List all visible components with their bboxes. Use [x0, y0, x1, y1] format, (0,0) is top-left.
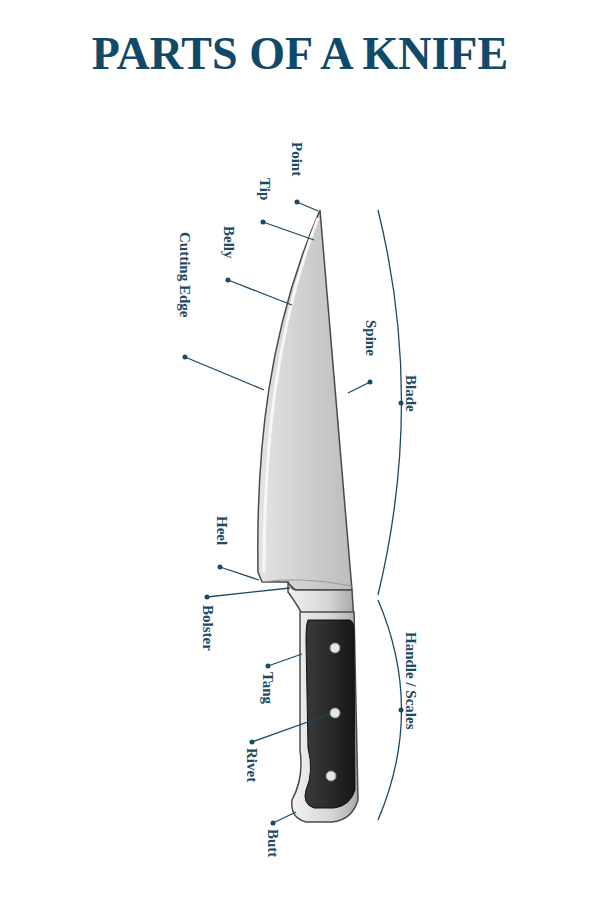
part-label: Bolster [199, 605, 217, 651]
part-label: Heel [213, 516, 231, 545]
leader-dots [183, 200, 404, 826]
blade-shape [258, 210, 352, 590]
rivet-dot [326, 771, 336, 781]
part-label: Cutting Edge [176, 232, 194, 317]
part-label: Tang [259, 672, 277, 704]
heel-line [262, 580, 352, 586]
part-label: Butt [264, 829, 282, 857]
part-label: Blade [402, 375, 420, 412]
part-label: Handle / Scales [402, 632, 420, 730]
part-label: Belly [220, 226, 238, 259]
part-label: Spine [362, 320, 380, 356]
part-label: Point [288, 142, 306, 176]
leader-lines [185, 202, 402, 823]
rivet-dot [330, 708, 340, 718]
rivet-dot [330, 643, 340, 653]
diagram-title: PARTS OF A KNIFE [0, 26, 600, 82]
part-label: Tip [256, 178, 274, 200]
edge-bevel [264, 218, 318, 572]
tang-shape [292, 612, 358, 822]
part-label: Rivet [243, 748, 261, 782]
